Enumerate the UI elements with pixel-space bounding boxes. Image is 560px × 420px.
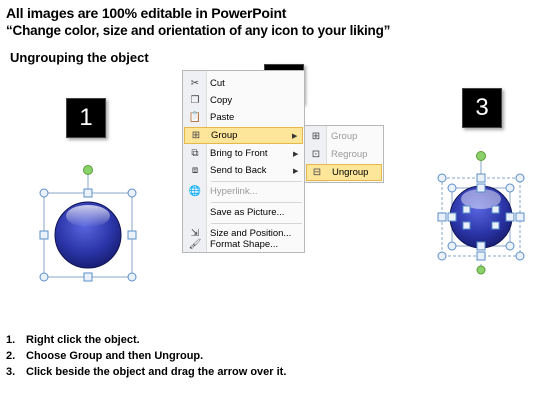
menu-item-format-shape[interactable]: 🖌 Format Shape... [184,236,303,253]
header-line-1: All images are 100% editable in PowerPoi… [6,5,287,21]
menu-item-group[interactable]: ⊞ Group ▶ [184,127,303,144]
selection-box [43,192,133,278]
format-shape-icon: 🖌 [188,239,202,250]
regroup-icon: ⊡ [311,149,321,160]
resize-handles [39,188,137,282]
submenu-item-ungroup[interactable]: ⊟ Ungroup [306,164,382,181]
menu-item-copy[interactable]: ❐ Copy [184,92,303,109]
instruction-item: 1. Right click the object. [6,334,140,346]
rotation-handle [83,165,93,175]
submenu-arrow-icon: ▶ [292,132,298,140]
group-submenu: ⊞ Group ⊡ Regroup ⊟ Ungroup [304,125,384,183]
header: All images are 100% editable in PowerPoi… [6,4,390,40]
submenu-arrow-icon: ▶ [293,167,299,175]
step-badge-1: 1 [66,98,106,138]
group-icon: ⊞ [191,130,201,141]
group-icon: ⊞ [311,131,321,142]
menu-item-size-and-position[interactable]: ⇲ Size and Position... [184,225,303,242]
bring-to-front-icon: ⧉ [191,148,199,159]
copy-icon: ❐ [190,95,200,106]
paste-icon: 📋 [188,112,202,123]
send-to-back-icon: ⧈ [191,165,199,176]
sphere-shape [54,201,122,269]
menu-item-hyperlink[interactable]: 🌐 Hyperlink... [184,183,303,200]
sphere-gloss [66,205,110,227]
size-position-icon: ⇲ [190,228,200,239]
submenu-item-regroup[interactable]: ⊡ Regroup [306,146,382,163]
outer-selection-box [441,177,521,257]
section-title: Ungrouping the object [10,50,149,65]
instructions-list: 1. Right click the object. 2. Choose Gro… [6,332,286,380]
header-line-2: “Change color, size and orientation of a… [6,23,391,38]
submenu-item-group[interactable]: ⊞ Group [306,128,382,145]
scissors-icon: ✂ [190,78,200,89]
sphere-shape-3 [449,185,513,249]
handles-3 [437,173,525,261]
menu-item-save-as-picture[interactable]: Save as Picture... [210,207,285,218]
instruction-item: 3. Click beside the object and drag the … [6,366,287,378]
menu-item-bring-to-front[interactable]: ⧉ Bring to Front ▶ [184,145,303,162]
hyperlink-icon: 🌐 [188,186,202,197]
inner-selection-box [451,187,511,247]
context-menu: ✂ Cut ❐ Copy 📋 Paste ⊞ Group ▶ ⧉ Bring t… [182,70,305,253]
step-badge-3: 3 [462,88,502,128]
menu-item-cut[interactable]: ✂ Cut [184,75,303,92]
ungroup-icon: ⊟ [312,167,322,178]
menu-item-paste[interactable]: 📋 Paste [184,109,303,126]
menu-item-send-to-back[interactable]: ⧈ Send to Back ▶ [184,162,303,179]
rotation-handle-3 [476,151,486,161]
submenu-arrow-icon: ▶ [293,150,299,158]
instruction-item: 2. Choose Group and then Ungroup. [6,350,204,362]
